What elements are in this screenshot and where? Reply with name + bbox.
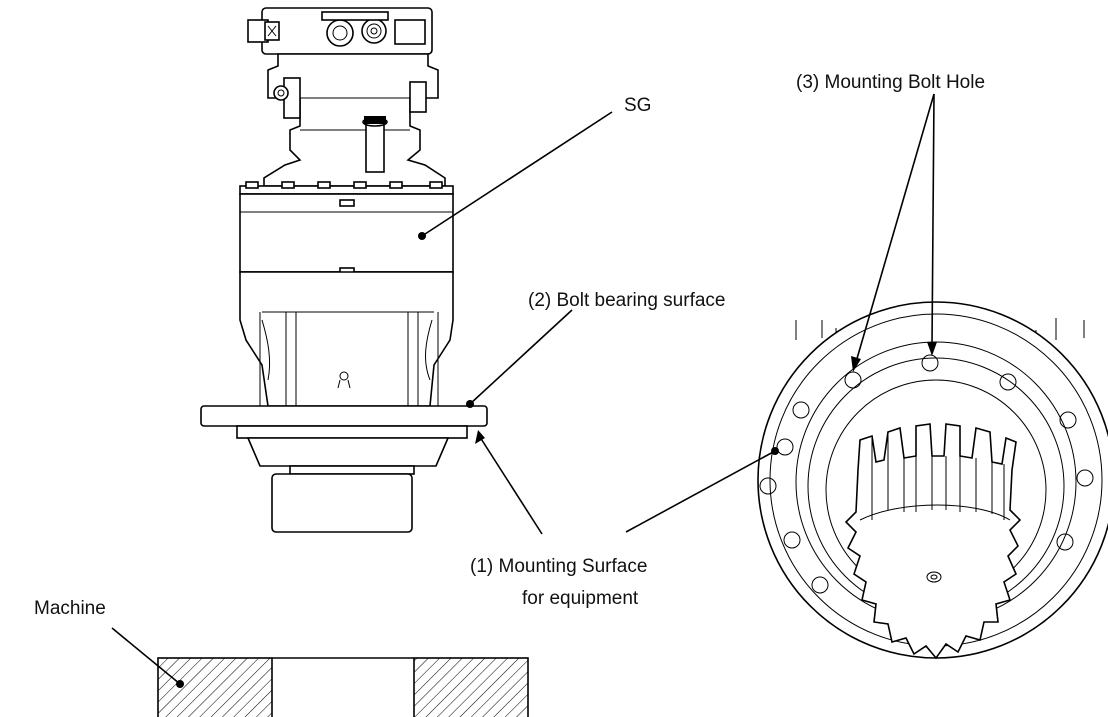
bolt-hole-leader-left [855,93,935,363]
mounting-flange [200,405,488,533]
sg-leader [421,111,613,237]
leader-lines [111,93,937,688]
label-machine: Machine [34,598,106,619]
label-mounting-surface-sub: for equipment [522,588,639,609]
pinion-gear [844,423,1022,660]
machine-leader [111,627,181,685]
bearing-surface-leader [469,309,573,405]
mounting-surface-arrowhead [475,430,485,444]
bolt-hole-leader-right [931,93,935,347]
label-mounting-surface: (1) Mounting Surface [470,556,647,577]
mounting-bolt-holes [759,354,1094,594]
machine-leader-dot [176,680,184,688]
bearing-surface-leader-dot [466,400,474,408]
gear-case [239,193,454,407]
valve-block [247,7,433,55]
bolt-row [239,181,454,195]
mounting-surface-leader [477,433,543,535]
label-bolt-bearing-surface: (2) Bolt bearing surface [528,290,726,311]
labels: SG (3) Mounting Bolt Hole (2) Bolt beari… [34,72,985,619]
motor-housing [263,53,446,187]
sg-side-view [200,7,488,533]
label-sg: SG [624,95,651,116]
machine-section [157,657,529,717]
bolt-hole-arrowhead-right [927,342,937,356]
bolt-hole-arrowhead-left [851,356,861,372]
label-mounting-bolt-hole: (3) Mounting Bolt Hole [796,72,985,93]
sg-leader-dot [418,232,426,240]
flange-leader-dot [771,447,779,455]
flange-pinion-view [757,301,1108,660]
flange-leader [625,450,776,533]
